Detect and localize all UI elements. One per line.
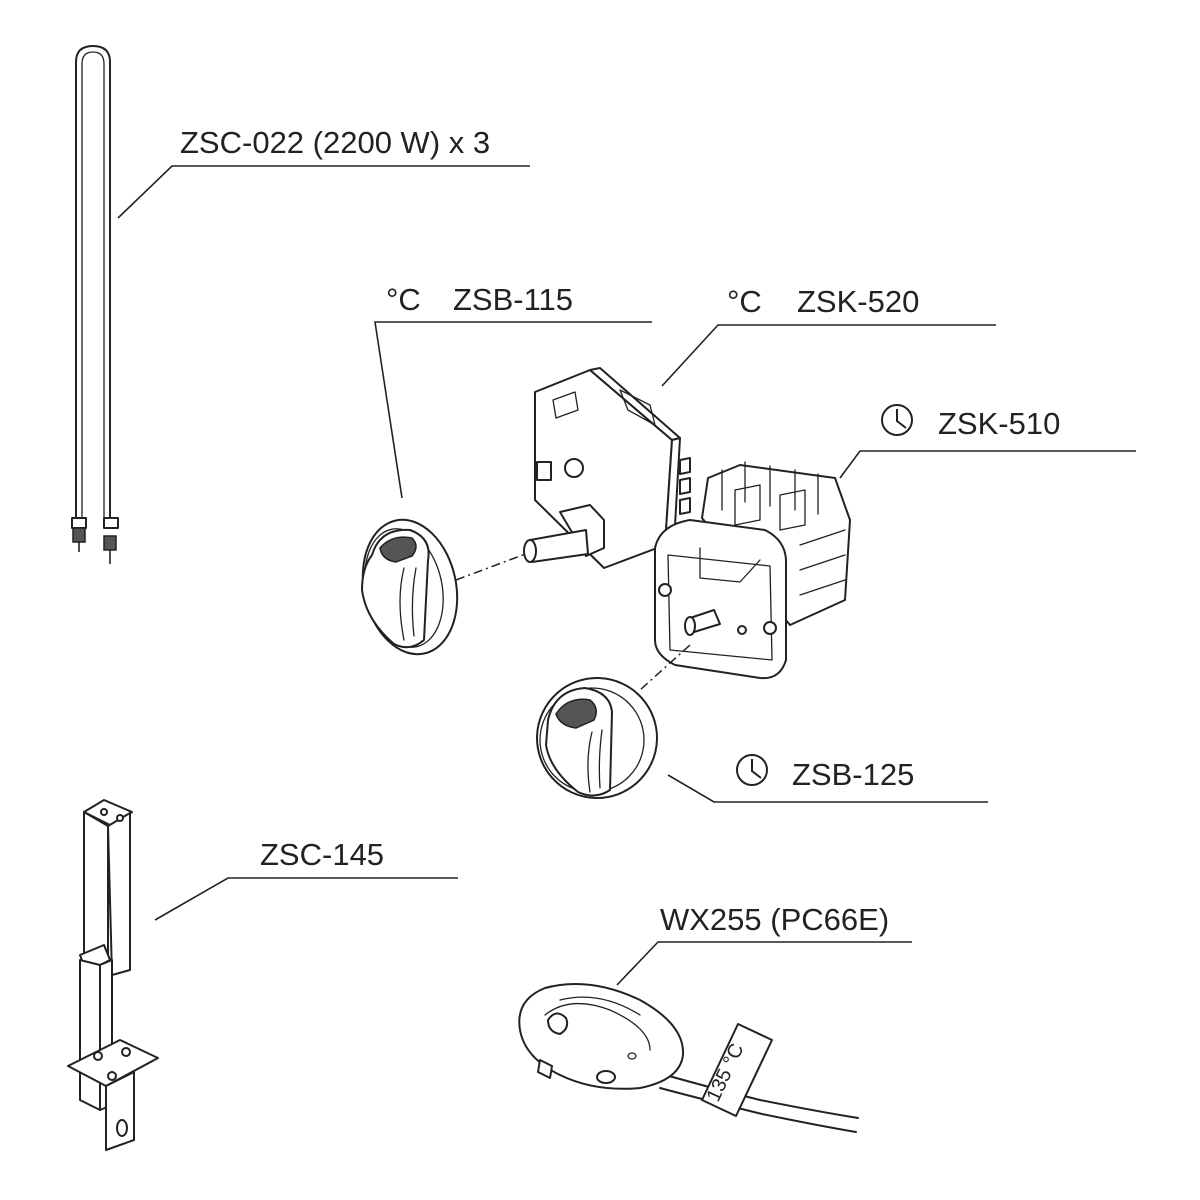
thermostat-unit: °C bbox=[727, 284, 762, 319]
thermostat-knob-part-code: ZSB-115 bbox=[453, 282, 573, 317]
timer-callout: ZSK-510 bbox=[839, 404, 1136, 479]
temperature-tag: 135 °C bbox=[701, 1023, 773, 1117]
heater-callout: ZSC-022 (2200 W) x 3 bbox=[117, 125, 530, 219]
thermostat-knob-callout: °C ZSB-115 bbox=[374, 282, 652, 499]
timer-knob-clock-icon bbox=[736, 754, 768, 786]
timer-knob-drawing bbox=[536, 677, 658, 799]
thermostat-drawing bbox=[523, 367, 691, 569]
safety-cutout-callout: WX255 (PC66E) bbox=[616, 902, 912, 986]
timer-part-code: ZSK-510 bbox=[938, 406, 1060, 441]
timer-clock-icon bbox=[881, 404, 913, 436]
heater-part-code: ZSC-022 (2200 W) x 3 bbox=[180, 125, 490, 160]
bracket-drawing bbox=[67, 799, 159, 1151]
timer-drawing bbox=[654, 461, 851, 680]
thermostat-knob-unit: °C bbox=[386, 282, 421, 317]
thermostat-knob-drawing bbox=[361, 518, 459, 656]
thermostat-part-code: ZSK-520 bbox=[797, 284, 919, 319]
timer-knob-part-code: ZSB-125 bbox=[792, 757, 914, 792]
bracket-part-code: ZSC-145 bbox=[260, 837, 384, 872]
timer-knob-callout: ZSB-125 bbox=[667, 754, 988, 803]
bracket-callout: ZSC-145 bbox=[154, 837, 458, 921]
thermostat-callout: °C ZSK-520 bbox=[661, 284, 996, 387]
knob-axis-line bbox=[455, 552, 529, 581]
heating-element-drawing bbox=[71, 45, 119, 564]
safety-cutout-drawing: 135 °C bbox=[518, 983, 859, 1133]
timer-axis-line bbox=[639, 644, 691, 691]
safety-cutout-part-code: WX255 (PC66E) bbox=[660, 902, 889, 937]
